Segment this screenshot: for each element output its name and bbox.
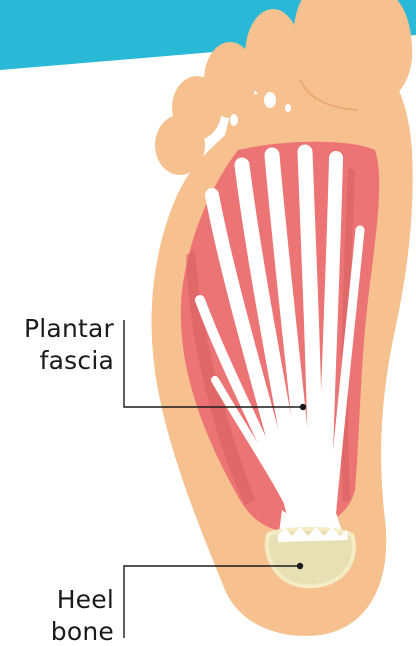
toe-gap: [264, 92, 276, 108]
little-toe: [155, 115, 205, 175]
plantar-fascia-label-line1: Plantar: [24, 313, 114, 345]
plantar-fascia-pointer-dot: [300, 404, 306, 410]
toe-gap: [230, 114, 238, 126]
plantar-fascia-label-line2: fascia: [24, 345, 114, 377]
plantar-fascia-label: Plantar fascia: [24, 313, 114, 377]
toe-gap: [285, 104, 291, 112]
heel-bone-pointer-dot: [297, 563, 303, 569]
heel-bone-label-line2: bone: [51, 616, 114, 646]
heel-bone-label: Heel bone: [51, 584, 114, 646]
heel-bone-label-line1: Heel: [51, 584, 114, 616]
